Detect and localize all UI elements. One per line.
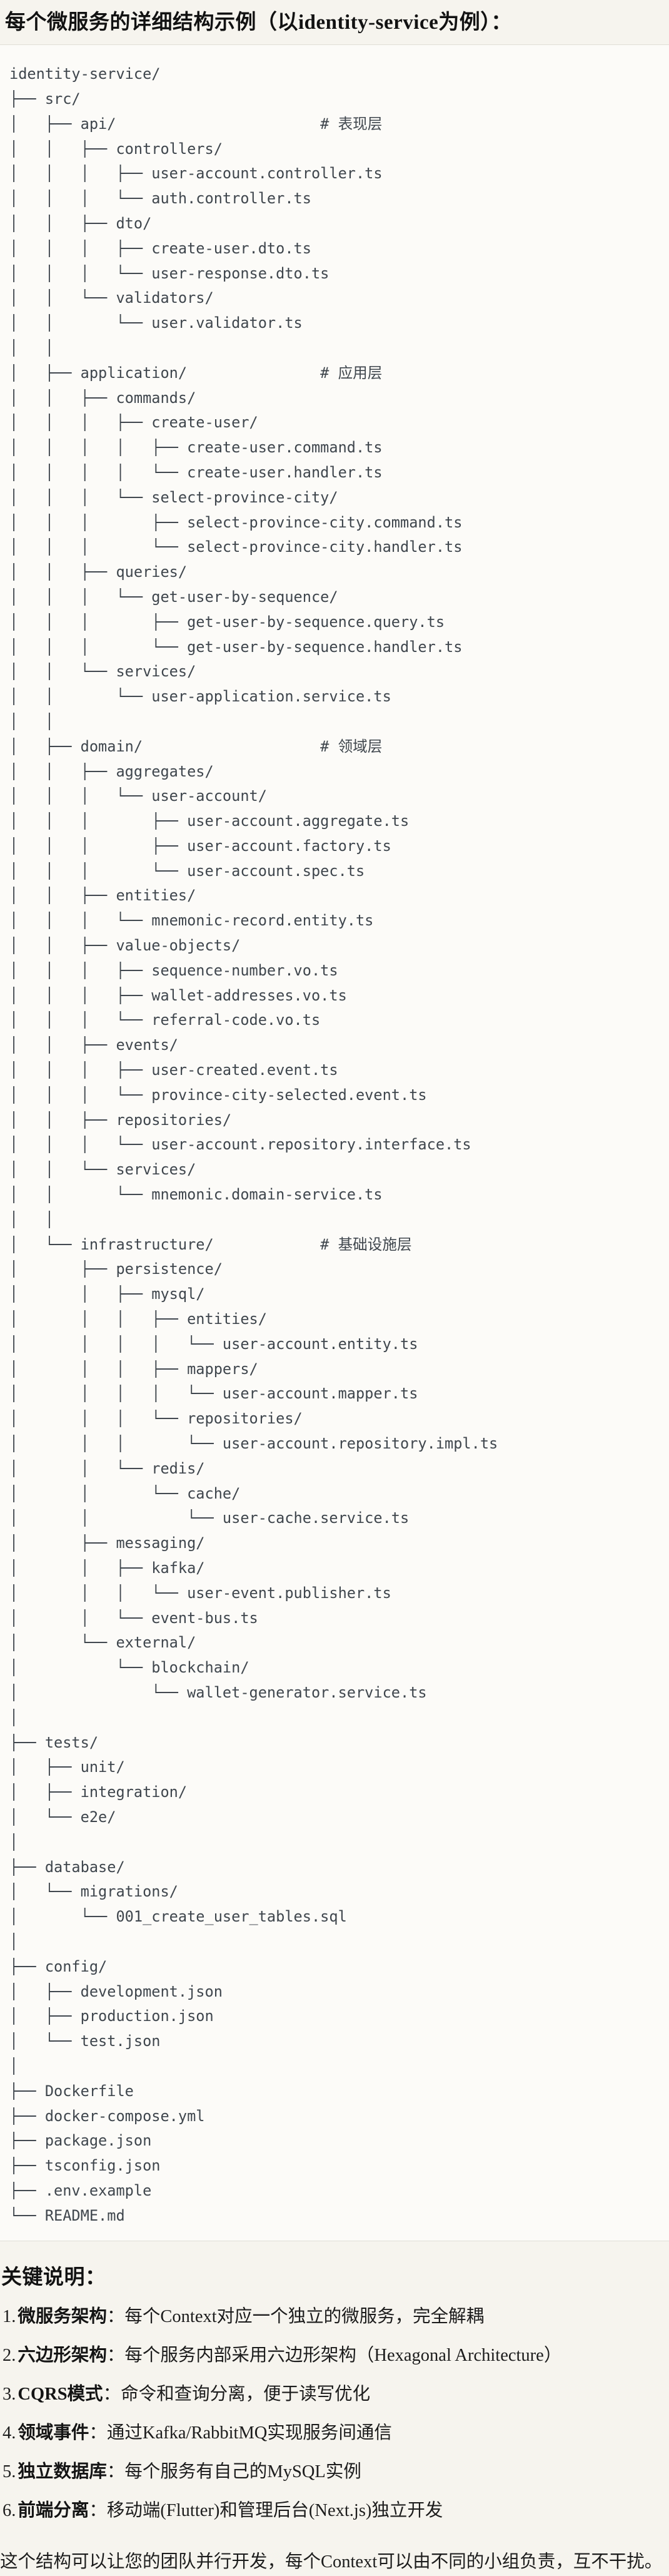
list-item-number: 5. — [3, 2462, 16, 2482]
list-item-number: 2. — [3, 2346, 16, 2366]
list-item-separator: ： — [89, 2501, 107, 2521]
list-item-text: 命令和查询分离，便于读写优化 — [121, 2385, 371, 2405]
list-item: 1.微服务架构：每个Context对应一个独立的微服务，完全解耦 — [3, 2304, 669, 2329]
list-item-number: 1. — [3, 2307, 16, 2327]
list-item-label: 六边形架构 — [18, 2346, 107, 2366]
list-item-label: 独立数据库 — [18, 2462, 107, 2482]
list-item-label: 领域事件 — [18, 2423, 89, 2443]
closing-paragraph: 这个结构可以让您的团队并行开发，每个Context可以由不同的小组负责，互不干扰… — [0, 2552, 663, 2572]
list-item: 5.独立数据库：每个服务有自己的MySQL实例 — [3, 2460, 669, 2485]
list-item: 4.领域事件：通过Kafka/RabbitMQ实现服务间通信 — [3, 2421, 669, 2446]
list-item-text: 每个服务内部采用六边形架构（Hexagonal Architecture） — [124, 2346, 562, 2366]
list-item-separator: ： — [106, 2346, 125, 2366]
list-item-separator: ： — [106, 2307, 125, 2327]
list-item: 6.前端分离：移动端(Flutter)和管理后台(Next.js)独立开发 — [3, 2498, 669, 2523]
list-item-text: 移动端(Flutter)和管理后台(Next.js)独立开发 — [106, 2501, 443, 2521]
list-item: 2.六边形架构：每个服务内部采用六边形架构（Hexagonal Architec… — [3, 2343, 669, 2368]
list-item-text: 每个服务有自己的MySQL实例 — [124, 2462, 361, 2482]
list-item-label: CQRS模式 — [18, 2385, 103, 2405]
list-item-separator: ： — [106, 2462, 125, 2482]
list-item: 3.CQRS模式：命令和查询分离，便于读写优化 — [3, 2382, 669, 2407]
list-item-separator: ： — [103, 2385, 121, 2405]
list-item-number: 4. — [3, 2423, 16, 2443]
list-item-text: 每个Context对应一个独立的微服务，完全解耦 — [124, 2307, 485, 2327]
key-notes-section: 关键说明： 1.微服务架构：每个Context对应一个独立的微服务，完全解耦 2… — [0, 2264, 669, 2575]
directory-tree-code-block: identity-service/ ├── src/ │ ├── api/ # … — [0, 44, 669, 2241]
list-item-label: 前端分离 — [18, 2501, 89, 2521]
list-item-number: 3. — [3, 2385, 16, 2405]
list-item-label: 微服务架构 — [18, 2307, 107, 2327]
page-title: 每个微服务的详细结构示例（以identity-service为例）： — [5, 11, 512, 34]
notes-heading: 关键说明： — [1, 2266, 106, 2289]
list-item-number: 6. — [3, 2501, 16, 2521]
list-item-text: 通过Kafka/RabbitMQ实现服务间通信 — [106, 2423, 392, 2443]
notes-list: 1.微服务架构：每个Context对应一个独立的微服务，完全解耦 2.六边形架构… — [3, 2304, 669, 2523]
list-item-separator: ： — [89, 2423, 107, 2443]
